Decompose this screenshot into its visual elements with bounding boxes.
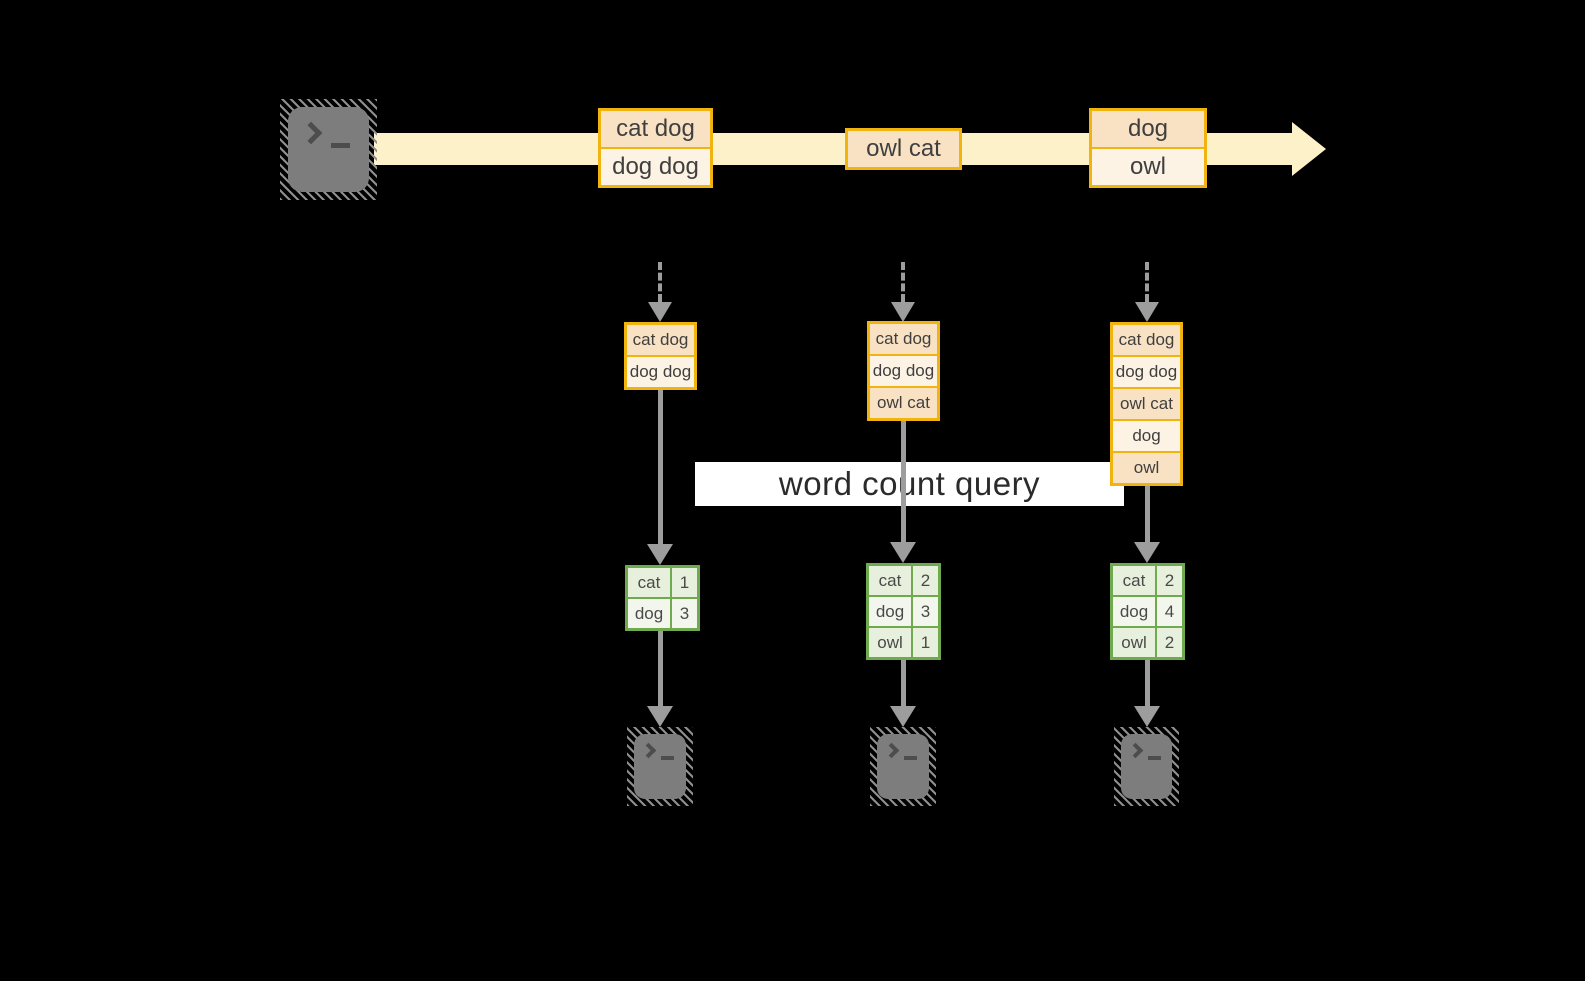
terminal-screen (1121, 734, 1172, 799)
query-flow-line (658, 390, 663, 544)
query-label: word count query (695, 462, 1124, 506)
input-line: dog dog (1113, 357, 1180, 387)
dashed-arrowhead-icon (648, 302, 672, 322)
stream-batch-1: cat dog dog dog (598, 108, 713, 188)
input-line: cat dog (627, 325, 694, 355)
count-cell: 2 (1157, 628, 1182, 657)
batch-line: owl (1092, 149, 1204, 185)
count-cell: 3 (672, 599, 697, 628)
word-cell: cat (628, 568, 670, 597)
dashed-arrow-line (901, 262, 905, 302)
result-table-2: cat 2 dog 3 owl 1 (866, 563, 941, 660)
query-label-text: word count query (778, 465, 1041, 502)
word-cell: dog (869, 597, 911, 626)
query-arrowhead-icon (890, 542, 916, 563)
batch-line: owl cat (848, 131, 959, 167)
dashed-arrowhead-icon (891, 302, 915, 322)
batch-line: cat dog (601, 111, 710, 147)
batch-line: dog (1092, 111, 1204, 147)
sink-terminal-icon (627, 727, 693, 806)
input-line: owl (1113, 453, 1180, 483)
word-cell: owl (869, 628, 911, 657)
terminal-screen (288, 107, 369, 192)
count-cell: 2 (1157, 566, 1182, 595)
prompt-chevron-icon (1127, 742, 1144, 759)
accumulated-input-1: cat dog dog dog (624, 322, 697, 390)
output-flow-line (658, 631, 663, 706)
input-line: owl cat (870, 388, 937, 418)
stream-batch-2: owl cat (845, 128, 962, 170)
batch-line: dog dog (601, 149, 710, 185)
word-cell: dog (1113, 597, 1155, 626)
accumulated-input-3: cat dog dog dog owl cat dog owl (1110, 322, 1183, 486)
query-flow-line (1145, 486, 1150, 542)
count-cell: 2 (913, 566, 938, 595)
terminal-screen (634, 734, 686, 799)
count-cell: 1 (672, 568, 697, 597)
stream-batch-3: dog owl (1089, 108, 1207, 188)
output-arrowhead-icon (890, 706, 916, 727)
count-cell: 3 (913, 597, 938, 626)
accumulated-input-2: cat dog dog dog owl cat (867, 321, 940, 421)
output-arrowhead-icon (1134, 706, 1160, 727)
prompt-chevron-icon (640, 742, 657, 759)
query-flow-line (901, 421, 906, 542)
prompt-underscore-icon (904, 756, 917, 760)
input-line: owl cat (1113, 389, 1180, 419)
output-flow-line (901, 660, 906, 706)
output-flow-line (1145, 660, 1150, 706)
sink-terminal-icon (1114, 727, 1179, 806)
sink-terminal-icon (870, 727, 936, 806)
prompt-underscore-icon (331, 143, 350, 148)
prompt-underscore-icon (661, 756, 674, 760)
input-line: dog dog (627, 357, 694, 387)
input-line: dog (1113, 421, 1180, 451)
dashed-arrow-line (658, 262, 662, 302)
word-cell: owl (1113, 628, 1155, 657)
dashed-arrow-line (1145, 262, 1149, 302)
prompt-underscore-icon (1148, 756, 1161, 760)
input-line: dog dog (870, 356, 937, 386)
word-cell: cat (1113, 566, 1155, 595)
result-table-1: cat 1 dog 3 (625, 565, 700, 631)
word-cell: cat (869, 566, 911, 595)
input-line: cat dog (1113, 325, 1180, 355)
input-line: cat dog (870, 324, 937, 354)
terminal-screen (877, 734, 929, 799)
output-arrowhead-icon (647, 706, 673, 727)
word-cell: dog (628, 599, 670, 628)
stream-arrowhead-icon (1292, 122, 1326, 176)
dashed-arrowhead-icon (1135, 302, 1159, 322)
prompt-chevron-icon (299, 121, 323, 145)
source-terminal-icon (280, 99, 377, 200)
count-cell: 4 (1157, 597, 1182, 626)
query-arrowhead-icon (647, 544, 673, 565)
count-cell: 1 (913, 628, 938, 657)
prompt-chevron-icon (883, 742, 900, 759)
query-arrowhead-icon (1134, 542, 1160, 563)
result-table-3: cat 2 dog 4 owl 2 (1110, 563, 1185, 660)
